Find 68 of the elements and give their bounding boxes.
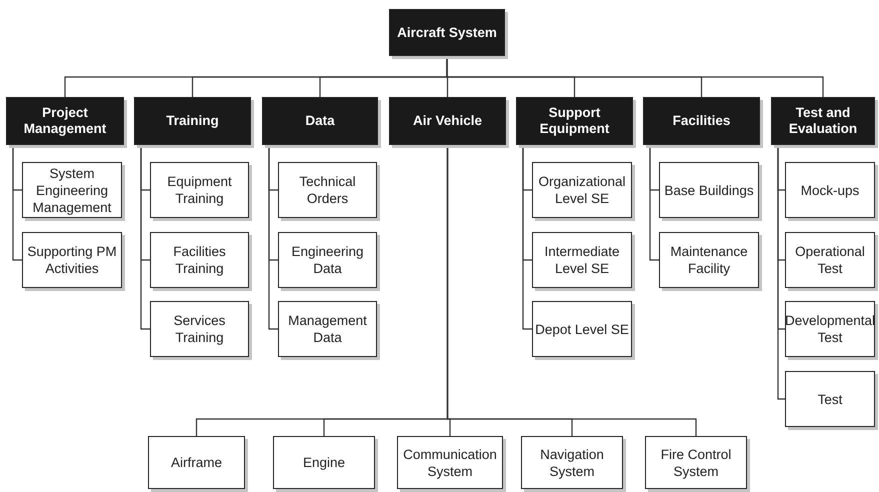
box-label: Developmental Test <box>784 312 876 346</box>
connector-line <box>777 145 785 400</box>
category-box <box>389 9 505 56</box>
element-box <box>532 301 632 357</box>
box-label: Airframe <box>170 454 222 471</box>
element-box <box>150 301 249 357</box>
element-box <box>785 232 875 288</box>
box-label: Communication System <box>402 446 498 480</box>
element-box <box>785 371 875 427</box>
box-label: Navigation System <box>539 446 605 480</box>
box-label: Training <box>166 113 219 129</box>
box-label: Support Equipment <box>538 105 610 137</box>
box-label: Test <box>818 390 842 408</box>
category-box <box>6 97 124 145</box>
element-box <box>785 301 875 357</box>
connector-line <box>522 145 532 330</box>
connector-line <box>12 145 22 261</box>
box-label: Operational Test <box>794 243 866 277</box>
box-label: Air Vehicle <box>412 113 482 129</box>
element-box <box>532 162 632 218</box>
element-box <box>645 436 747 489</box>
category-box <box>516 97 633 145</box>
element-box <box>150 232 249 288</box>
element-box <box>278 162 377 218</box>
box-label: Aircraft System <box>397 24 497 40</box>
connector-line <box>140 145 150 330</box>
element-box <box>278 301 377 357</box>
box-label: Intermediate Level SE <box>543 243 621 277</box>
category-box <box>643 97 760 145</box>
connector-line <box>649 145 659 261</box>
box-label: Project Management <box>22 105 108 137</box>
element-box <box>397 436 503 489</box>
box-label: Engineering Data <box>290 243 365 277</box>
box-label: Test and Evaluation <box>788 105 858 137</box>
box-label: System Engineering Management <box>32 164 112 216</box>
element-box <box>659 232 759 288</box>
connector-line <box>268 145 278 330</box>
element-box <box>150 162 249 218</box>
box-label: Engine <box>302 454 346 471</box>
box-label: Facilities <box>672 113 730 129</box>
box-label: Mock-ups <box>800 182 860 198</box>
box-label: Supporting PM Activities <box>26 243 118 277</box>
box-label: Data <box>305 113 335 129</box>
element-box <box>532 232 632 288</box>
category-box <box>134 97 251 145</box>
category-box <box>389 97 506 145</box>
element-box <box>278 232 377 288</box>
box-label: Equipment Training <box>166 173 233 207</box>
element-box <box>659 162 759 218</box>
box-label: Management Data <box>287 312 368 346</box>
box-label: Technical Orders <box>298 173 357 207</box>
element-box <box>22 232 122 288</box>
connector-line <box>446 56 824 97</box>
box-label: Services Training <box>172 312 226 346</box>
box-label: Organizational Level SE <box>537 173 627 207</box>
box-label: Maintenance Facility <box>669 243 749 277</box>
category-box <box>262 97 378 145</box>
element-box <box>273 436 375 489</box>
category-box <box>771 97 875 145</box>
box-label: Base Buildings <box>664 182 754 198</box>
connector-line <box>446 145 697 436</box>
box-label: Depot Level SE <box>535 320 629 338</box>
box-label: Facilities Training <box>172 243 227 277</box>
element-box <box>521 436 623 489</box>
element-box <box>148 436 245 489</box>
box-label: Fire Control System <box>660 446 732 480</box>
element-box <box>22 162 122 218</box>
element-box <box>785 162 875 218</box>
